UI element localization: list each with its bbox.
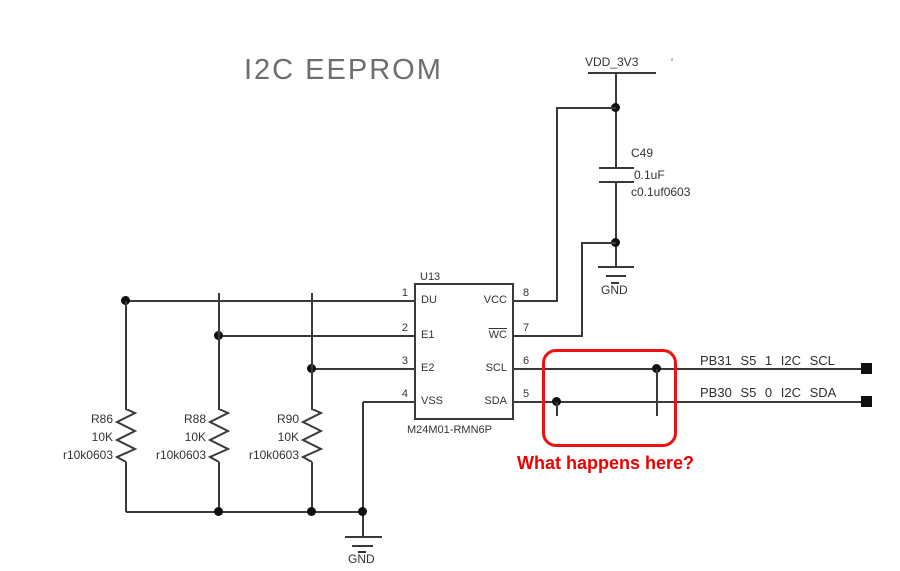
wire-vss-to-gnd xyxy=(362,402,364,537)
wire-vdd-branch xyxy=(556,107,616,109)
pin-label-vcc: VCC xyxy=(483,294,507,306)
pin-number-1: 1 xyxy=(401,287,408,299)
pin-number-3: 3 xyxy=(401,355,408,367)
junction-dot xyxy=(358,507,367,516)
pin-label-sda: SDA xyxy=(484,395,507,407)
pin-number-6: 6 xyxy=(523,355,530,367)
capacitor-ref: C49 xyxy=(631,146,654,160)
gnd-symbol-bar-short xyxy=(352,545,373,547)
annotation-highlight-box xyxy=(542,349,677,447)
resistor-footprint: r10k0603 xyxy=(248,448,299,462)
wire-r86-bottom xyxy=(125,462,127,512)
wire-r86-top xyxy=(125,301,127,410)
resistor-footprint: r10k0603 xyxy=(155,448,206,462)
vdd-power-symbol-bar xyxy=(588,72,656,74)
pin-number-7: 7 xyxy=(523,322,530,334)
junction-dot xyxy=(214,507,223,516)
wire-r88-top xyxy=(218,293,220,410)
wire-pin1-du xyxy=(126,300,414,302)
wire-pin3-e2 xyxy=(312,368,414,370)
annotation-question: What happens here? xyxy=(517,453,695,473)
pin-label-wc-active-low: WC xyxy=(488,329,507,341)
pin-number-8: 8 xyxy=(523,287,530,299)
pin-label-scl: SCL xyxy=(485,362,507,374)
net-label-sda: PB30 S5 0 I2C SDA xyxy=(700,385,837,400)
resistor-symbol-r86 xyxy=(114,409,138,462)
capacitor-footprint: c0.1uf0603 xyxy=(631,185,691,199)
gnd-symbol-bar-long xyxy=(598,266,634,268)
resistor-ref: R88 xyxy=(183,412,206,426)
pin-label-vss: VSS xyxy=(421,395,444,407)
r86-labels: R86 10K r10k0603 xyxy=(33,410,113,464)
net-terminal-sda xyxy=(861,396,872,407)
schematic-title: I2C EEPROM xyxy=(244,54,443,86)
resistor-value: 10K xyxy=(91,430,113,444)
resistor-symbol-r90 xyxy=(300,409,324,462)
ic-refdes: U13 xyxy=(420,271,441,283)
net-label-scl: PB31 S5 1 I2C SCL xyxy=(700,353,835,368)
junction-dot xyxy=(121,296,130,305)
resistor-ref: R86 xyxy=(90,412,113,426)
ic-part-number: M24M01-RMN6P xyxy=(407,424,492,436)
wire-pin8-vcc xyxy=(514,300,558,302)
junction-dot-sda xyxy=(552,397,561,406)
wire-r90-top xyxy=(311,293,313,410)
wire-wc-riser xyxy=(581,243,583,337)
wire-gnd-rail xyxy=(126,511,364,513)
r90-labels: R90 10K r10k0603 xyxy=(219,410,299,464)
stray-tick-mark: ' xyxy=(671,57,674,69)
gnd-label-overline xyxy=(358,551,366,553)
wire-scl-net xyxy=(514,368,863,370)
resistor-footprint: r10k0603 xyxy=(62,448,113,462)
resistor-symbol-r88 xyxy=(207,409,231,462)
junction-dot-scl xyxy=(652,364,661,373)
capacitor-plate-top xyxy=(599,167,634,169)
gnd-net-label: GND xyxy=(601,283,628,297)
wire-vdd-stem xyxy=(615,73,617,168)
junction-dot xyxy=(307,507,316,516)
wire-scl-stub xyxy=(656,369,658,416)
gnd-symbol-bar-short xyxy=(606,275,626,277)
resistor-value: 10K xyxy=(184,430,206,444)
pin-label-e2: E2 xyxy=(421,362,435,374)
pin-number-2: 2 xyxy=(401,322,408,334)
pin-label-du: DU xyxy=(421,294,437,306)
resistor-value: 10K xyxy=(277,430,299,444)
wire-pin2-e1 xyxy=(219,335,414,337)
wire-pin7-wc xyxy=(514,335,582,337)
vdd-net-label: VDD_3V3 xyxy=(585,55,639,69)
gnd-symbol-bar-long xyxy=(345,536,382,538)
wire-vcc-riser xyxy=(556,108,558,302)
net-terminal-scl xyxy=(861,363,872,374)
wire-pin4-vss xyxy=(363,401,414,403)
gnd-label-overline xyxy=(611,282,619,284)
wire-wc-branch xyxy=(581,242,616,244)
r88-labels: R88 10K r10k0603 xyxy=(126,410,206,464)
ic-body-u13 xyxy=(414,283,514,420)
pin-label-e1: E1 xyxy=(421,329,435,341)
wire-r90-bottom xyxy=(311,462,313,512)
pin-number-4: 4 xyxy=(401,388,408,400)
resistor-ref: R90 xyxy=(276,412,299,426)
wire-sda-stub xyxy=(556,402,558,416)
wire-r88-bottom xyxy=(218,462,220,512)
wire-sda-net xyxy=(514,401,863,403)
gnd-net-label: GND xyxy=(348,552,375,566)
wire-cap-to-gnd xyxy=(615,181,617,267)
pin-number-5: 5 xyxy=(523,388,530,400)
capacitor-value: 0.1uF xyxy=(634,168,665,182)
